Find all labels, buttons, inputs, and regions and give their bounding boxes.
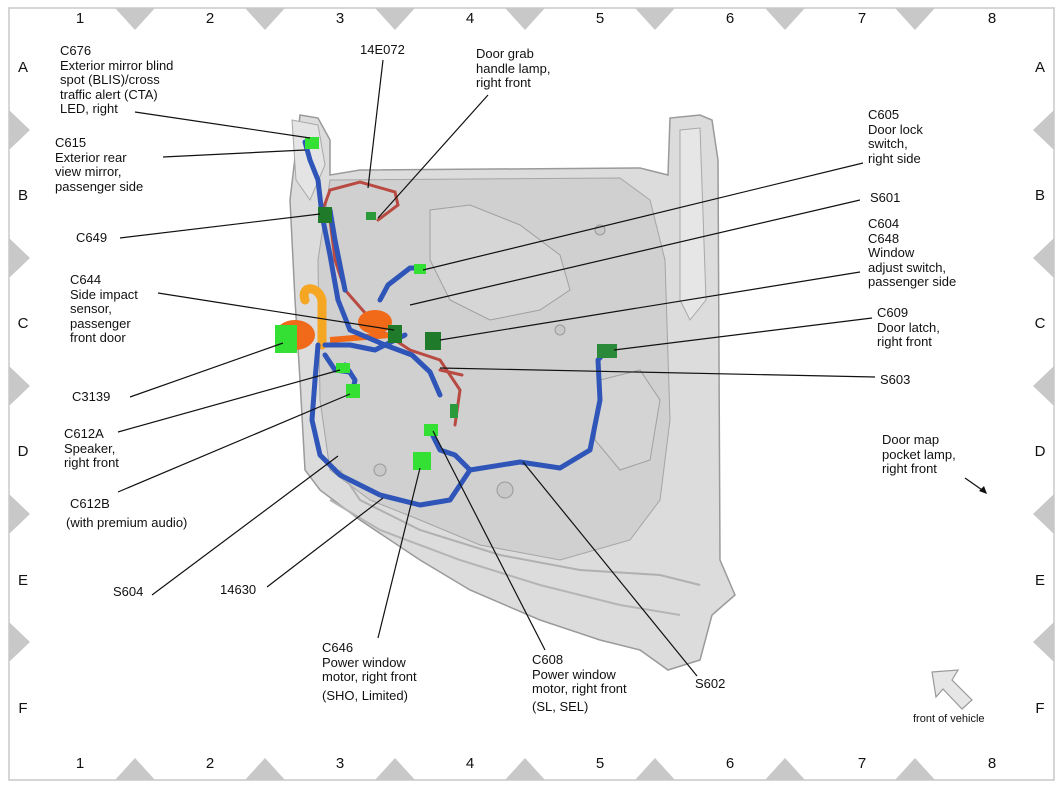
col-label-bottom-7: 7 <box>857 755 867 772</box>
label-s601: S601 <box>870 190 901 205</box>
arrowhead-door-map <box>979 486 987 494</box>
row-label-left-b: B <box>17 187 28 204</box>
connector-14e072 <box>366 212 376 220</box>
col-label-top-1: 1 <box>75 10 85 27</box>
row-label-right-d: D <box>1034 443 1046 460</box>
connector-c644 <box>275 325 297 353</box>
right-border-markers <box>1033 110 1054 662</box>
label-front-of-vehicle: front of vehicle <box>913 713 985 725</box>
connector-c608 <box>424 424 438 436</box>
col-label-bottom-6: 6 <box>725 755 735 772</box>
row-label-left-f: F <box>18 700 28 717</box>
row-label-right-b: B <box>1034 187 1045 204</box>
front-of-vehicle-arrow <box>931 669 973 710</box>
col-label-bottom-3: 3 <box>335 755 345 772</box>
label-door-grab: Door grab handle lamp, right front <box>476 46 551 90</box>
label-c612b-note: (with premium audio) <box>66 515 188 530</box>
label-door-map: Door map pocket lamp, right front <box>882 432 956 476</box>
row-label-left-a: A <box>17 59 28 76</box>
label-c609: C609 Door latch, right front <box>877 305 940 349</box>
label-c612a: C612A Speaker, right front <box>64 426 119 470</box>
label-c649: C649 <box>76 230 108 245</box>
connector-c604 <box>425 332 441 350</box>
col-label-bottom-1: 1 <box>75 755 85 772</box>
label-14630: 14630 <box>220 582 257 597</box>
col-label-bottom-8: 8 <box>987 755 997 772</box>
row-label-right-a: A <box>1034 59 1045 76</box>
row-label-right-e: E <box>1034 572 1045 589</box>
connector-c646 <box>413 452 431 470</box>
label-c646: C646 Power window motor, right front <box>322 640 417 684</box>
connector-c3139 <box>388 325 402 343</box>
label-c612b: C612B <box>70 496 110 511</box>
col-label-top-8: 8 <box>987 10 997 27</box>
connector-c612b <box>346 384 360 398</box>
label-c608-note: (SL, SEL) <box>532 699 589 714</box>
connector-c612a <box>336 363 350 373</box>
col-label-top-2: 2 <box>205 10 215 27</box>
connector-c649 <box>318 207 332 223</box>
col-label-bottom-2: 2 <box>205 755 215 772</box>
top-border-markers <box>115 8 935 30</box>
label-c615: C615 Exterior rear view mirror, passenge… <box>55 135 144 194</box>
label-s604: S604 <box>113 584 144 599</box>
row-label-left-d: D <box>17 443 29 460</box>
row-label-left-c: C <box>17 315 29 332</box>
col-label-bottom-5: 5 <box>595 755 605 772</box>
leader-lines <box>117 59 986 677</box>
row-label-left-e: E <box>17 572 28 589</box>
col-label-top-5: 5 <box>595 10 605 27</box>
label-c604-c648: C604 C648 Window adjust switch, passenge… <box>868 216 957 289</box>
label-c644: C644 Side impact sensor, passenger front… <box>70 272 138 345</box>
label-c608: C608 Power window motor, right front <box>532 652 627 696</box>
connector-c605 <box>414 264 426 274</box>
col-label-top-6: 6 <box>725 10 735 27</box>
connector-c676 <box>305 137 319 149</box>
row-label-right-f: F <box>1035 700 1045 717</box>
label-c646-note: (SHO, Limited) <box>322 688 408 703</box>
label-c605: C605 Door lock switch, right side <box>868 107 923 166</box>
label-c3139: C3139 <box>72 389 111 404</box>
connector-lower-mid <box>450 404 458 418</box>
label-s602: S602 <box>695 676 726 691</box>
col-label-bottom-4: 4 <box>465 755 475 772</box>
label-s603: S603 <box>880 372 911 387</box>
bottom-border-markers <box>115 758 935 780</box>
col-label-top-4: 4 <box>465 10 475 27</box>
label-14e072: 14E072 <box>360 42 405 57</box>
label-c676: C676 Exterior mirror blind spot (BLIS)/c… <box>60 43 174 116</box>
left-border-markers <box>9 110 30 662</box>
col-label-top-7: 7 <box>857 10 867 27</box>
row-label-right-c: C <box>1034 315 1046 332</box>
col-label-top-3: 3 <box>335 10 345 27</box>
connector-c609 <box>597 344 617 358</box>
